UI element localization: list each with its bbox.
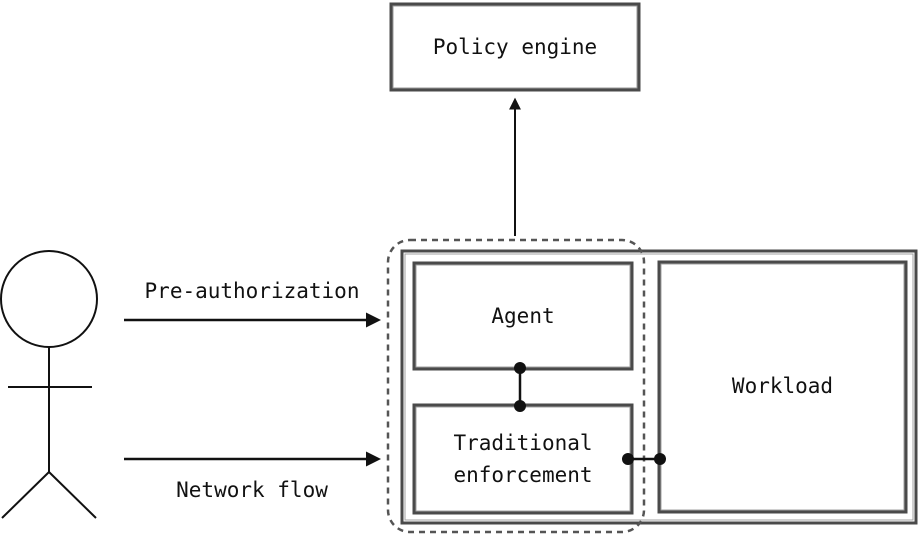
workload-box — [657, 260, 908, 514]
workload-label: Workload — [731, 374, 834, 398]
network-flow-label: Network flow — [176, 478, 328, 502]
traditional-enforcement-label-line2: enforcement — [453, 463, 593, 487]
agent-label: Agent — [491, 304, 555, 328]
policy-engine-label: Policy engine — [432, 35, 598, 59]
agent-enforcement-connector — [514, 362, 526, 412]
enforcement-workload-connector — [622, 453, 666, 465]
traditional-enforcement-label-line1: Traditional — [453, 431, 593, 455]
outer-container-box — [400, 249, 918, 525]
policy-engine-box — [389, 2, 641, 92]
user-stick-figure-icon — [0, 250, 98, 519]
pre-authorization-label: Pre-authorization — [144, 279, 360, 303]
